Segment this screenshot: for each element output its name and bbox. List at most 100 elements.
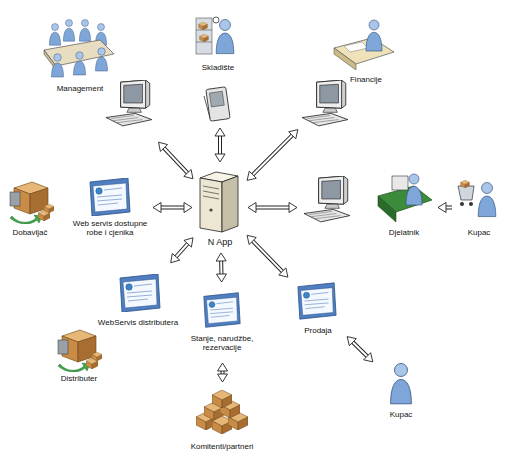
icon-node: Prodaja <box>290 275 345 340</box>
double-arrow-connector <box>248 203 297 213</box>
warehouse-worker-part <box>196 30 212 42</box>
node-label: Stanje, narudžbe, rezervacije <box>183 334 261 352</box>
server-tower-part <box>222 176 238 232</box>
double-arrow-connector <box>159 142 193 179</box>
web-page-icon <box>298 283 336 319</box>
web-page-icon <box>90 178 130 216</box>
computer-icon <box>106 80 152 126</box>
node-label: Kupac <box>376 410 426 419</box>
double-arrow-connector <box>218 363 228 382</box>
arrow-head <box>247 235 256 244</box>
warehouse-worker-part <box>216 20 234 54</box>
arrow-head <box>216 253 226 261</box>
finance-worker <box>334 20 394 70</box>
connector-shaft <box>163 147 188 173</box>
double-arrow-connector <box>247 130 298 181</box>
server-tower-part <box>200 178 222 232</box>
connector-outline <box>352 342 368 357</box>
double-arrow-connector <box>215 128 225 162</box>
icon-node: Distributer <box>45 325 115 385</box>
employee-desk-part <box>392 176 408 190</box>
management-group-part <box>96 48 108 71</box>
icon-node: Dobavljač <box>5 175 60 240</box>
connector-shaft <box>160 207 185 209</box>
node-label: Distributer <box>49 374 109 383</box>
server-tower-part <box>203 186 219 199</box>
box-stack <box>196 390 248 434</box>
node-label: Komitenti/partneri <box>180 442 264 451</box>
employee-desk-part <box>378 196 396 222</box>
server-tower <box>200 172 238 232</box>
icon-node: WebServis distributera <box>95 265 180 335</box>
arrow-head <box>289 130 298 139</box>
web-page-icon <box>120 274 160 312</box>
node-label: Kupac <box>454 228 504 237</box>
arrow-head <box>171 253 180 262</box>
box-stack-part <box>212 390 232 408</box>
warehouse-worker-part <box>213 17 219 23</box>
node-label: WebServis distributera <box>88 318 188 327</box>
icon-node: Web servis dostupne robe i cjenika <box>70 170 150 245</box>
connector-shaft <box>252 240 283 272</box>
employee-desk-part <box>406 174 422 205</box>
node-label: Web servis dostupne robe i cjenika <box>64 219 156 237</box>
icon-node: Skladište <box>190 10 250 125</box>
node-label: Skladište <box>188 63 248 72</box>
management-group-part <box>49 24 60 46</box>
connector-outline <box>219 260 223 275</box>
node-label: N App <box>195 237 245 247</box>
icon-node: Djelatnik <box>300 170 435 245</box>
warehouse-worker-part <box>196 18 212 54</box>
connector-shaft <box>219 135 221 155</box>
connector-outline <box>252 135 293 176</box>
arrow-head <box>289 203 297 213</box>
computer-icon <box>302 80 348 126</box>
connector-shaft <box>255 207 290 209</box>
customer-cart <box>458 180 496 217</box>
connector-shaft <box>352 342 368 357</box>
arrow-head <box>347 337 356 346</box>
connector-outline <box>175 243 188 258</box>
customer-cart-part <box>460 202 464 206</box>
icon-node: N App <box>195 165 245 250</box>
connector-outline <box>160 206 185 210</box>
computer-icon <box>304 176 350 222</box>
connector-outline <box>252 240 283 272</box>
connector-shaft <box>222 370 224 375</box>
management-group <box>44 20 114 78</box>
warehouse-worker-part <box>200 34 209 42</box>
distributor-icon <box>58 330 102 372</box>
double-arrow-connector <box>216 253 226 282</box>
arrow-head <box>184 170 193 179</box>
node-label: Management <box>45 84 115 93</box>
connector-shaft <box>220 260 222 275</box>
warehouse-worker <box>196 17 234 54</box>
arrow-head <box>364 353 373 362</box>
supplier-icon <box>10 182 54 224</box>
finance-worker-part <box>366 20 382 51</box>
customer-cart-part <box>469 202 473 206</box>
icon-node: Kupac <box>455 175 505 240</box>
management-group-part <box>74 52 86 75</box>
double-arrow-connector <box>438 203 452 213</box>
double-arrow-connector <box>171 238 193 263</box>
icon-node: Komitenti/partneri <box>185 385 260 458</box>
icon-node: Management <box>40 20 160 140</box>
connector-shaft <box>252 135 293 176</box>
connector-shaft <box>445 207 452 209</box>
arrow-head <box>218 363 228 371</box>
arrow-head <box>438 203 446 213</box>
node-label: Dobavljač <box>0 228 60 237</box>
web-page-icon <box>204 293 240 328</box>
double-arrow-connector <box>347 337 373 362</box>
connector-outline <box>163 147 188 173</box>
arrow-head <box>215 128 225 136</box>
arrow-head <box>184 238 193 247</box>
connector-shaft <box>175 243 188 258</box>
arrow-head <box>215 154 225 162</box>
node-label: Djelatnik <box>374 228 434 237</box>
connector-outline <box>218 135 222 155</box>
management-group-part <box>52 54 64 77</box>
